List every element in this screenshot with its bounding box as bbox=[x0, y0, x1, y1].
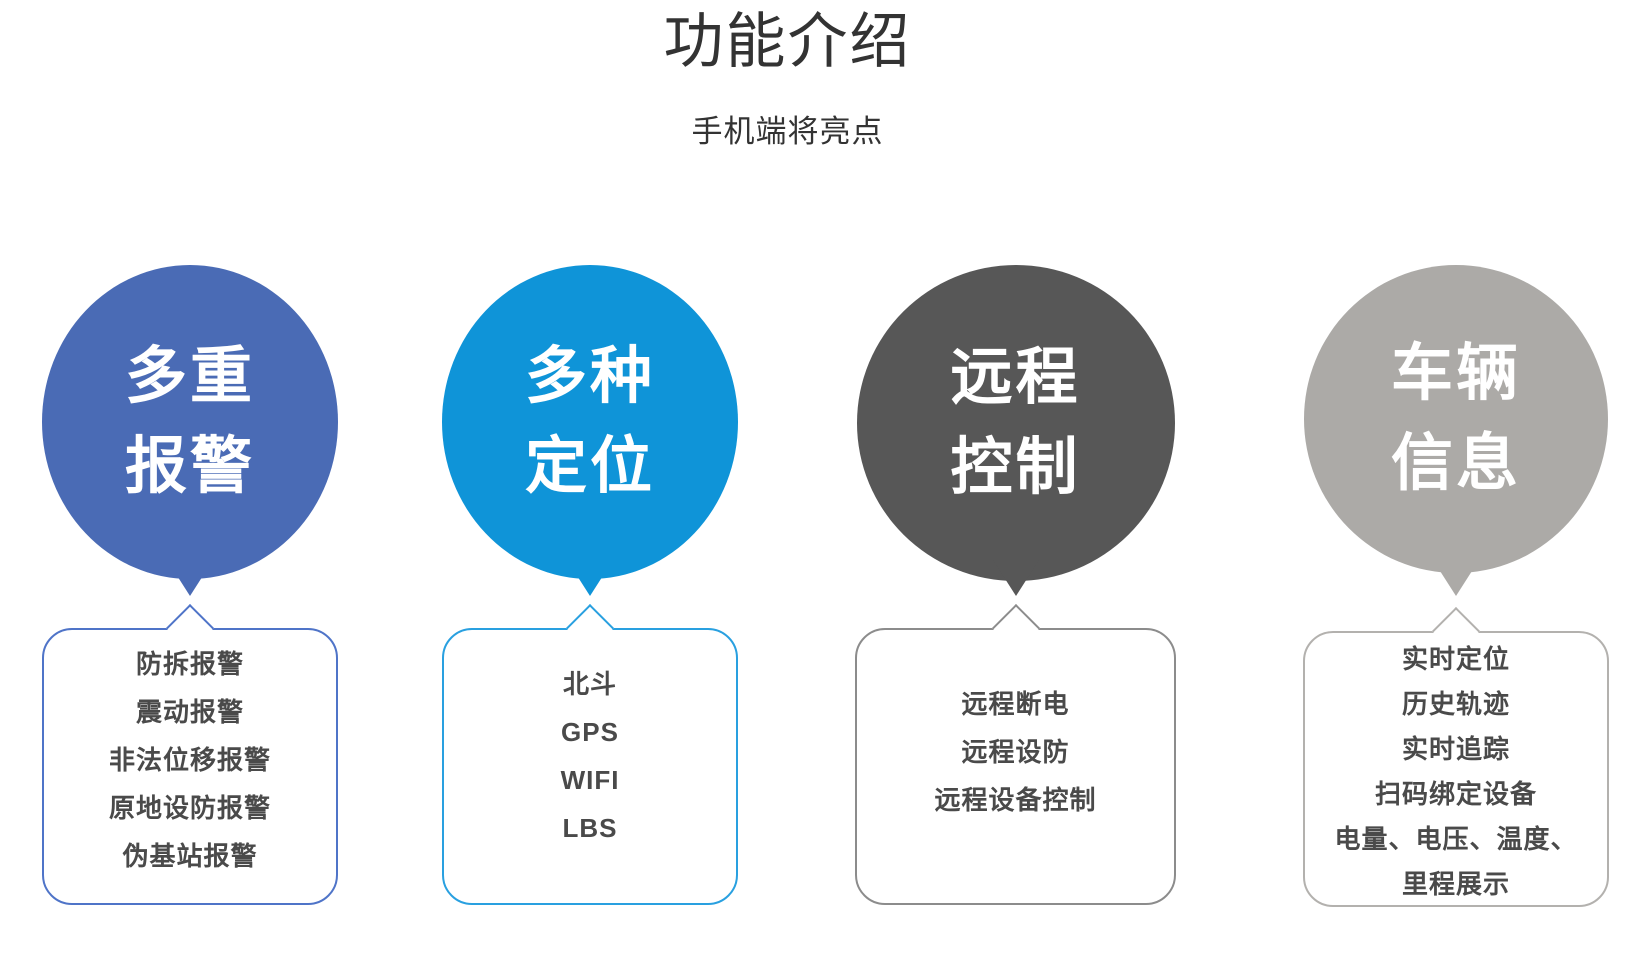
list-item: 里程展示 bbox=[1401, 869, 1510, 899]
feature-list: 北斗 GPS WIFI LBS bbox=[561, 630, 620, 852]
speech-bubble-multiple-alarms: 多重 报警 bbox=[42, 265, 338, 579]
feature-list: 远程断电 远程设防 远程设备控制 bbox=[934, 630, 1096, 824]
speech-bubble-multiple-positioning: 多种 定位 bbox=[442, 265, 738, 579]
list-item: 实时定位 bbox=[1401, 644, 1510, 674]
list-item: GPS bbox=[561, 717, 619, 747]
list-item: 历史轨迹 bbox=[1401, 689, 1510, 719]
bubble-tail bbox=[167, 560, 213, 596]
feature-group-multiple-positioning: 多种 定位 北斗 GPS WIFI LBS bbox=[442, 265, 738, 915]
feature-group-vehicle-info: 车辆 信息 实时定位 历史轨迹 实时追踪 扫码绑定设备 电量、电压、温度、 里程… bbox=[1303, 265, 1609, 915]
bubble-label-line1: 远程 bbox=[950, 343, 1081, 412]
bubble-tail bbox=[567, 560, 613, 596]
bubble-label-line2: 控制 bbox=[950, 433, 1081, 502]
feature-panel-multiple-alarms: 防拆报警 震动报警 非法位移报警 原地设防报警 伪基站报警 bbox=[42, 603, 338, 905]
bubble-label-line2: 信息 bbox=[1390, 429, 1521, 498]
bubble-label-line1: 多重 bbox=[124, 342, 255, 411]
list-item: 扫码绑定设备 bbox=[1374, 779, 1537, 809]
page-header: 功能介绍 手机端将亮点 bbox=[0, 0, 1575, 152]
list-item: LBS bbox=[562, 813, 618, 843]
list-item: 北斗 bbox=[562, 669, 617, 699]
bubble-label-line1: 多种 bbox=[524, 342, 655, 411]
feature-list: 防拆报警 震动报警 非法位移报警 原地设防报警 伪基站报警 bbox=[109, 630, 271, 880]
list-item: 电量、电压、温度、 bbox=[1334, 824, 1578, 854]
list-item: 震动报警 bbox=[135, 697, 244, 727]
feature-group-remote-control: 远程 控制 远程断电 远程设防 远程设备控制 bbox=[855, 265, 1176, 915]
list-item: 远程设备控制 bbox=[934, 785, 1097, 815]
feature-panel-vehicle-info: 实时定位 历史轨迹 实时追踪 扫码绑定设备 电量、电压、温度、 里程展示 bbox=[1303, 606, 1609, 907]
list-item: 远程设防 bbox=[961, 737, 1070, 767]
speech-bubble-vehicle-info: 车辆 信息 bbox=[1304, 265, 1608, 573]
feature-group-multiple-alarms: 多重 报警 防拆报警 震动报警 非法位移报警 原地设防报警 伪基站报警 bbox=[42, 265, 338, 915]
speech-bubble-remote-control: 远程 控制 bbox=[856, 265, 1175, 581]
bubble-label-line2: 定位 bbox=[524, 432, 655, 501]
list-item: 远程断电 bbox=[961, 689, 1070, 719]
bubble-label-line2: 报警 bbox=[124, 432, 255, 501]
page-title: 功能介绍 bbox=[663, 8, 912, 75]
list-item: 非法位移报警 bbox=[108, 745, 271, 775]
feature-panel-multiple-positioning: 北斗 GPS WIFI LBS bbox=[442, 603, 738, 905]
feature-list: 实时定位 历史轨迹 实时追踪 扫码绑定设备 电量、电压、温度、 里程展示 bbox=[1334, 633, 1577, 907]
list-item: 原地设防报警 bbox=[108, 793, 271, 823]
bubble-tail bbox=[992, 560, 1039, 596]
list-item: 防拆报警 bbox=[135, 649, 244, 679]
list-item: 实时追踪 bbox=[1401, 734, 1510, 764]
bubble-label-line1: 车辆 bbox=[1390, 339, 1521, 408]
feature-panel-remote-control: 远程断电 远程设防 远程设备控制 bbox=[855, 603, 1176, 905]
list-item: 伪基站报警 bbox=[122, 841, 258, 871]
list-item: WIFI bbox=[560, 765, 620, 795]
bubble-tail bbox=[1433, 560, 1479, 596]
page-subtitle: 手机端将亮点 bbox=[691, 114, 884, 149]
